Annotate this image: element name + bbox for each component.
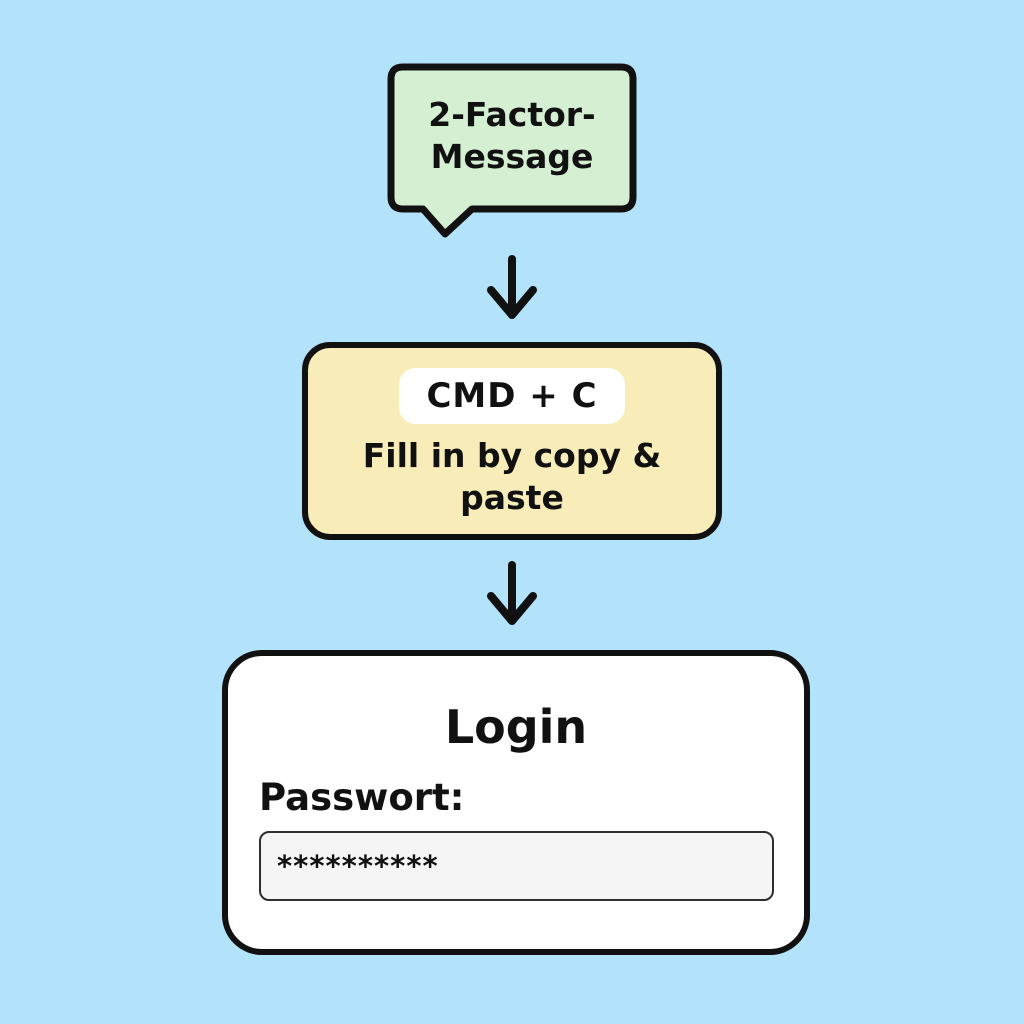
two-factor-message-text: 2-Factor- Message xyxy=(387,63,637,209)
step-description: Fill in by copy & paste xyxy=(362,436,662,518)
down-arrow-icon xyxy=(487,561,537,625)
down-arrow-icon xyxy=(487,255,537,319)
password-input[interactable] xyxy=(259,831,774,901)
cmd-c-shortcut-pill: CMD + C xyxy=(399,368,625,424)
speech-bubble-shape xyxy=(387,63,637,238)
login-card: Login Passwort: xyxy=(222,650,810,955)
login-title: Login xyxy=(444,700,588,754)
bubble-line-2: Message xyxy=(430,137,594,176)
bubble-line-1: 2-Factor- xyxy=(428,94,596,134)
two-factor-message-bubble: 2-Factor- Message xyxy=(387,63,637,243)
password-label: Passwort: xyxy=(259,776,465,819)
copy-paste-step-box: CMD + C Fill in by copy & paste xyxy=(302,342,722,540)
